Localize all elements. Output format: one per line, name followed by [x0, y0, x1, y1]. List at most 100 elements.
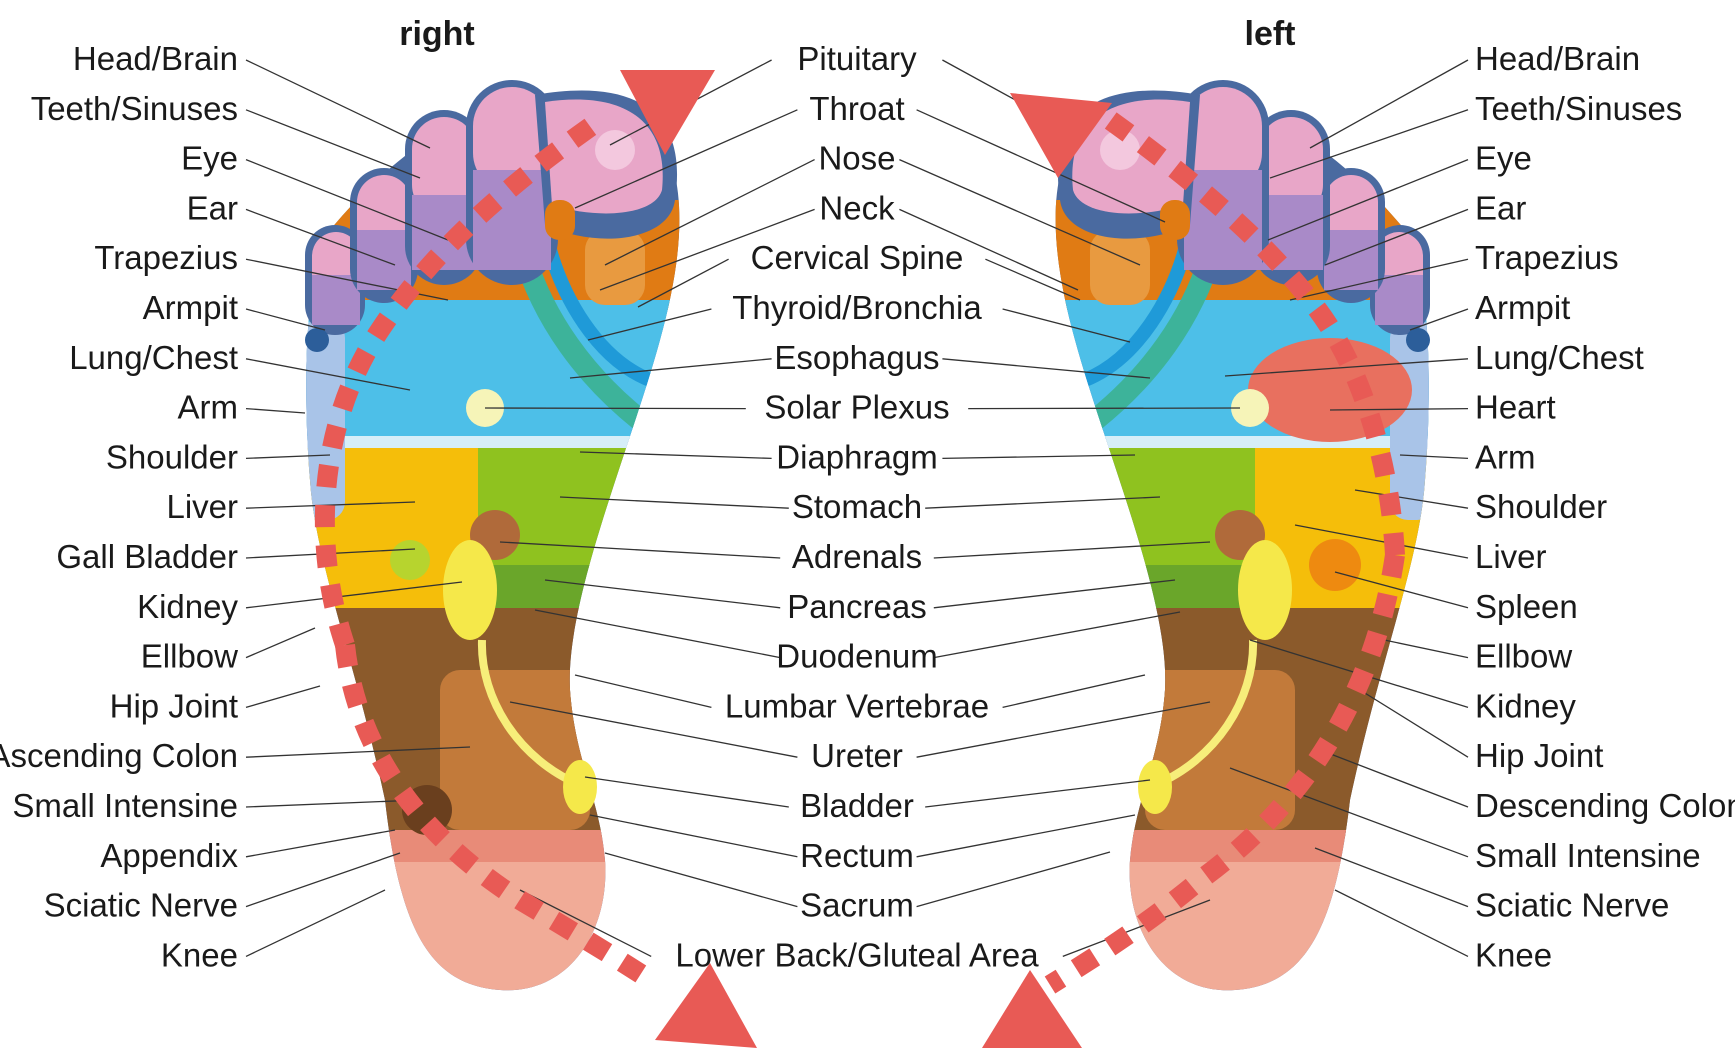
label-right-head-brain: Head/Brain	[73, 40, 238, 77]
right-kidney	[443, 540, 497, 640]
label-center-solar-plexus: Solar Plexus	[764, 389, 949, 426]
label-center-diaphragm: Diaphragm	[776, 438, 937, 475]
leader-center-right-bladder	[925, 780, 1150, 807]
label-left-liver: Liver	[1475, 538, 1547, 575]
label-center-adrenals: Adrenals	[792, 538, 922, 575]
left-armpit-spot	[1406, 328, 1430, 352]
label-right-kidney: Kidney	[137, 588, 238, 625]
label-left-ear: Ear	[1475, 189, 1526, 226]
right-colon-zone	[440, 670, 590, 830]
left-spleen-spot	[1309, 539, 1361, 591]
label-left-arm: Arm	[1475, 438, 1536, 475]
label-left-ellbow: Ellbow	[1475, 638, 1572, 675]
label-left-spleen: Spleen	[1475, 588, 1578, 625]
label-center-lower-back-gluteal-area: Lower Back/Gluteal Area	[675, 936, 1039, 973]
label-left-descending-colon: Descending Colon	[1475, 787, 1735, 824]
right-armpit-spot	[305, 328, 329, 352]
label-left-heart: Heart	[1475, 389, 1556, 426]
label-right-shoulder: Shoulder	[106, 438, 238, 475]
left-pancreas-zone	[1045, 565, 1257, 610]
label-left-sciatic-nerve: Sciatic Nerve	[1475, 887, 1669, 924]
leader-center-left-rectum	[590, 815, 797, 857]
label-center-duodenum: Duodenum	[776, 638, 937, 675]
right-pancreas-zone	[478, 565, 690, 610]
label-left-small-intensine: Small Intensine	[1475, 837, 1701, 874]
label-center-bladder: Bladder	[800, 787, 914, 824]
leader-center-right-sacrum	[917, 852, 1110, 907]
leader-right-ellbow	[246, 628, 315, 658]
leader-left-sciatic-nerve	[1315, 848, 1468, 907]
label-center-stomach: Stomach	[792, 488, 922, 525]
leader-center-left-sacrum	[605, 853, 797, 907]
leader-right-sciatic-nerve	[246, 853, 400, 907]
left-heel-zone	[1045, 862, 1445, 1002]
leader-center-right-lumbar-vertebrae	[1003, 675, 1145, 707]
label-right-eye: Eye	[181, 140, 238, 177]
leader-center-left-bladder	[585, 777, 789, 807]
label-center-throat: Throat	[809, 90, 904, 127]
right-foot-heading: right	[399, 15, 475, 53]
label-center-neck: Neck	[819, 189, 895, 226]
right-gallbladder-spot	[390, 540, 430, 580]
left-kidney	[1238, 540, 1292, 640]
label-left-eye: Eye	[1475, 140, 1532, 177]
label-right-small-intensine: Small Intensine	[12, 787, 238, 824]
left-diaphragm-line	[1045, 436, 1445, 450]
label-left-hip-joint: Hip Joint	[1475, 737, 1603, 774]
leader-center-right-solar-plexus	[968, 408, 1240, 409]
label-center-sacrum: Sacrum	[800, 887, 914, 924]
label-right-hip-joint: Hip Joint	[110, 687, 238, 724]
label-center-pancreas: Pancreas	[787, 588, 926, 625]
leader-center-left-solar-plexus	[485, 408, 746, 409]
label-center-thyroid-bronchia: Thyroid/Bronchia	[732, 289, 982, 326]
label-left-teeth-sinuses: Teeth/Sinuses	[1475, 90, 1682, 127]
leader-left-hip-joint	[1360, 690, 1468, 757]
label-left-knee: Knee	[1475, 936, 1552, 973]
leader-center-right-pancreas	[934, 580, 1175, 608]
label-left-kidney: Kidney	[1475, 687, 1576, 724]
left-cervical-patch	[1090, 230, 1150, 305]
leader-center-right-rectum	[917, 815, 1135, 857]
label-center-ureter: Ureter	[811, 737, 903, 774]
leader-center-right-duodenum	[934, 612, 1180, 658]
left-heart-zone	[1248, 338, 1412, 442]
label-center-esophagus: Esophagus	[774, 339, 939, 376]
leader-right-appendix	[246, 830, 395, 857]
label-right-trapezius: Trapezius	[94, 239, 238, 276]
label-left-armpit: Armpit	[1475, 289, 1570, 326]
label-right-sciatic-nerve: Sciatic Nerve	[44, 887, 238, 924]
label-right-ellbow: Ellbow	[141, 638, 238, 675]
label-right-appendix: Appendix	[100, 837, 238, 874]
label-left-lung-chest: Lung/Chest	[1475, 339, 1644, 376]
leader-right-head-brain	[246, 60, 430, 148]
label-left-trapezius: Trapezius	[1475, 239, 1619, 276]
label-right-armpit: Armpit	[143, 289, 238, 326]
label-center-lumbar-vertebrae: Lumbar Vertebrae	[725, 687, 989, 724]
right-bladder	[563, 760, 597, 814]
left-foot-labels: Head/BrainTeeth/SinusesEyeEarTrapeziusAr…	[1475, 40, 1735, 973]
leader-center-right-diaphragm	[942, 455, 1135, 458]
label-right-teeth-sinuses: Teeth/Sinuses	[31, 90, 238, 127]
label-center-pituitary: Pituitary	[797, 40, 917, 77]
left-bladder	[1138, 760, 1172, 814]
label-center-rectum: Rectum	[800, 837, 914, 874]
label-right-ear: Ear	[187, 189, 238, 226]
leader-left-head-brain	[1310, 60, 1468, 148]
label-right-knee: Knee	[161, 936, 238, 973]
leader-left-knee	[1335, 890, 1468, 956]
right-foot-labels: Head/BrainTeeth/SinusesEyeEarTrapeziusAr…	[0, 40, 238, 973]
label-right-liver: Liver	[166, 488, 238, 525]
leader-right-hip-joint	[246, 686, 320, 707]
label-right-lung-chest: Lung/Chest	[69, 339, 238, 376]
label-left-head-brain: Head/Brain	[1475, 40, 1640, 77]
leader-center-left-lumbar-vertebrae	[575, 675, 711, 707]
right-diaphragm-line	[290, 436, 690, 450]
leader-center-right-stomach	[925, 497, 1160, 508]
label-right-gall-bladder: Gall Bladder	[56, 538, 238, 575]
label-center-cervical-spine: Cervical Spine	[751, 239, 964, 276]
label-right-arm: Arm	[178, 389, 239, 426]
leader-right-teeth-sinuses	[246, 110, 420, 178]
label-center-nose: Nose	[818, 140, 895, 177]
